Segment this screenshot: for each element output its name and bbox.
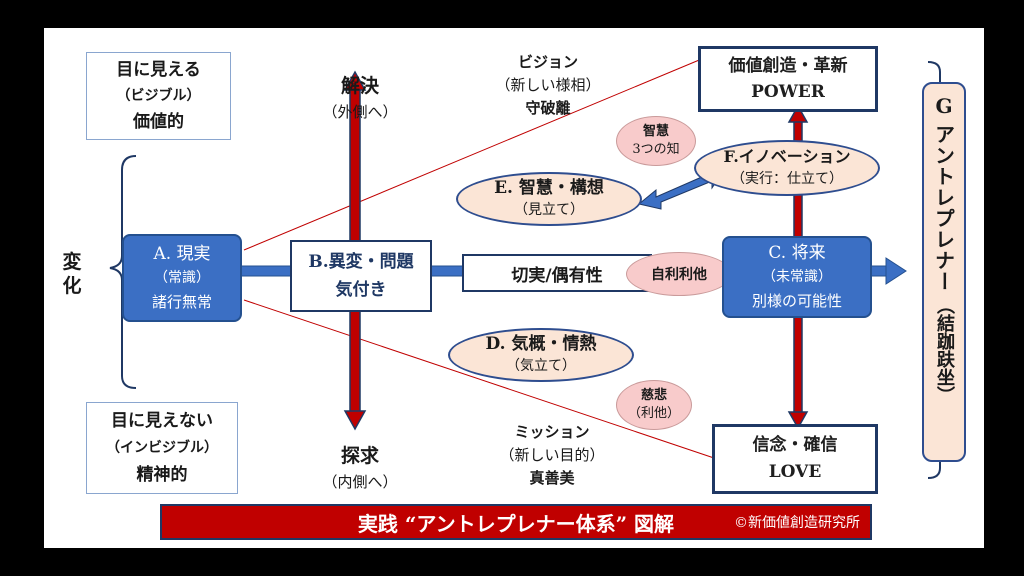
box-g-entrepreneur: G アントレプレナー （結跏趺坐）	[922, 82, 966, 462]
resolve-label: 解決 （外側へ）	[310, 68, 410, 130]
resolve-arrowhead	[343, 70, 367, 91]
box-love: 信念・確信 LOVE	[712, 424, 878, 494]
explore-title: 探求	[340, 445, 379, 467]
resolve-title: 解決	[340, 75, 379, 97]
mission-line3: 真善美	[529, 468, 575, 487]
box-b-line2: 気付き	[335, 280, 387, 300]
change-label: 変化	[62, 251, 82, 297]
box-a-line3: 諸行無常	[151, 293, 212, 311]
footer-title: 実践 “アントレプレナー体系” 図解	[357, 511, 675, 536]
box-a-line1: A. 現実	[153, 244, 211, 264]
self-other-ellipse: 自利利他	[626, 252, 732, 296]
box-g-text: アントレプレナー	[931, 124, 956, 292]
box-g-sub: （結跏趺坐）	[934, 296, 955, 404]
wisdom-line1: 智慧	[642, 124, 669, 139]
wisdom-ellipse: 智慧 3つの知	[616, 116, 696, 166]
box-c-line3: 別様の可能性	[751, 292, 842, 310]
left-brace	[109, 155, 137, 389]
visible-line1: 目に見える	[116, 60, 201, 80]
ellipse-d-line1: D. 気概・情熱	[485, 334, 597, 354]
ellipse-d-passion: D. 気概・情熱 （気立て）	[448, 328, 634, 382]
love-arrowhead	[787, 411, 809, 430]
box-c-line2: （未常識）	[762, 269, 832, 285]
ellipse-e-line2: （見立て）	[514, 202, 584, 218]
invisible-line3: 精神的	[136, 464, 188, 485]
footer-copyright: ©新価値創造研究所	[734, 515, 860, 531]
compassion-line1: 慈悲	[640, 388, 667, 403]
box-b-line1: B.異変・問題	[308, 252, 414, 272]
box-a-line2: （常識）	[154, 270, 210, 286]
main-flow-arrowhead	[885, 257, 907, 285]
vision-diagonal-line	[243, 57, 705, 251]
invisible-line2: （インビジブル）	[106, 439, 218, 456]
ellipse-e-wisdom: E. 智慧・構想 （見立て）	[456, 172, 642, 226]
ellipse-d-line2: （気立て）	[506, 358, 576, 374]
box-love-line1: 信念・確信	[752, 435, 838, 455]
box-c-line1: C. 将来	[768, 243, 826, 263]
mission-line1: ミッション	[514, 422, 590, 441]
footer-banner: 実践 “アントレプレナー体系” 図解 ©新価値創造研究所	[160, 504, 872, 540]
vision-label: ビジョン （新しい様相） 守破離	[478, 48, 618, 122]
box-g-letter: G	[935, 94, 953, 118]
vision-line3: 守破離	[525, 98, 571, 117]
resolve-sub: （外側へ）	[322, 103, 398, 121]
mission-label: ミッション （新しい目的） 真善美	[482, 418, 622, 492]
box-power: 価値創造・革新 POWER	[698, 46, 878, 112]
compassion-ellipse: 慈悲 （利他）	[616, 380, 692, 430]
mission-line2: （新しい目的）	[499, 445, 605, 464]
mission-diagonal-line	[243, 299, 715, 459]
box-a-reality: A. 現実 （常識） 諸行無常	[122, 234, 242, 322]
power-arrowhead	[787, 104, 809, 123]
ellipse-f-innovation: F.イノベーション （実行：仕立て）	[694, 140, 880, 196]
explore-arrowhead	[343, 410, 367, 431]
vision-line2: （新しい様相）	[495, 75, 601, 94]
ellipse-f-line1: F.イノベーション	[723, 147, 851, 166]
box-power-line1: 価値創造・革新	[728, 56, 848, 76]
box-power-line2: POWER	[751, 82, 825, 102]
ellipse-e-line1: E. 智慧・構想	[494, 178, 604, 198]
box-b-problem: B.異変・問題 気付き	[290, 240, 432, 312]
invisible-box: 目に見えない （インビジブル） 精神的	[86, 402, 238, 494]
ellipse-f-line2: （実行：仕立て）	[731, 171, 843, 187]
explore-label: 探求 （内側へ）	[310, 438, 410, 500]
diagram-slide: 目に見える （ビジブル） 価値的 目に見えない （インビジブル） 精神的 変化 …	[44, 28, 984, 548]
explore-sub: （内側へ）	[322, 473, 398, 491]
invisible-line1: 目に見えない	[111, 410, 213, 431]
box-c-future: C. 将来 （未常識） 別様の可能性	[722, 236, 872, 318]
visible-box: 目に見える （ビジブル） 価値的	[86, 52, 231, 140]
visible-line2: （ビジブル）	[116, 88, 201, 104]
visible-line3: 価値的	[133, 112, 184, 132]
vision-line1: ビジョン	[517, 52, 578, 71]
wisdom-line2: 3つの知	[632, 142, 680, 157]
box-love-line2: LOVE	[768, 462, 822, 482]
compassion-line2: （利他）	[627, 406, 680, 421]
urgency-band: 切実/偶有性	[462, 254, 652, 292]
